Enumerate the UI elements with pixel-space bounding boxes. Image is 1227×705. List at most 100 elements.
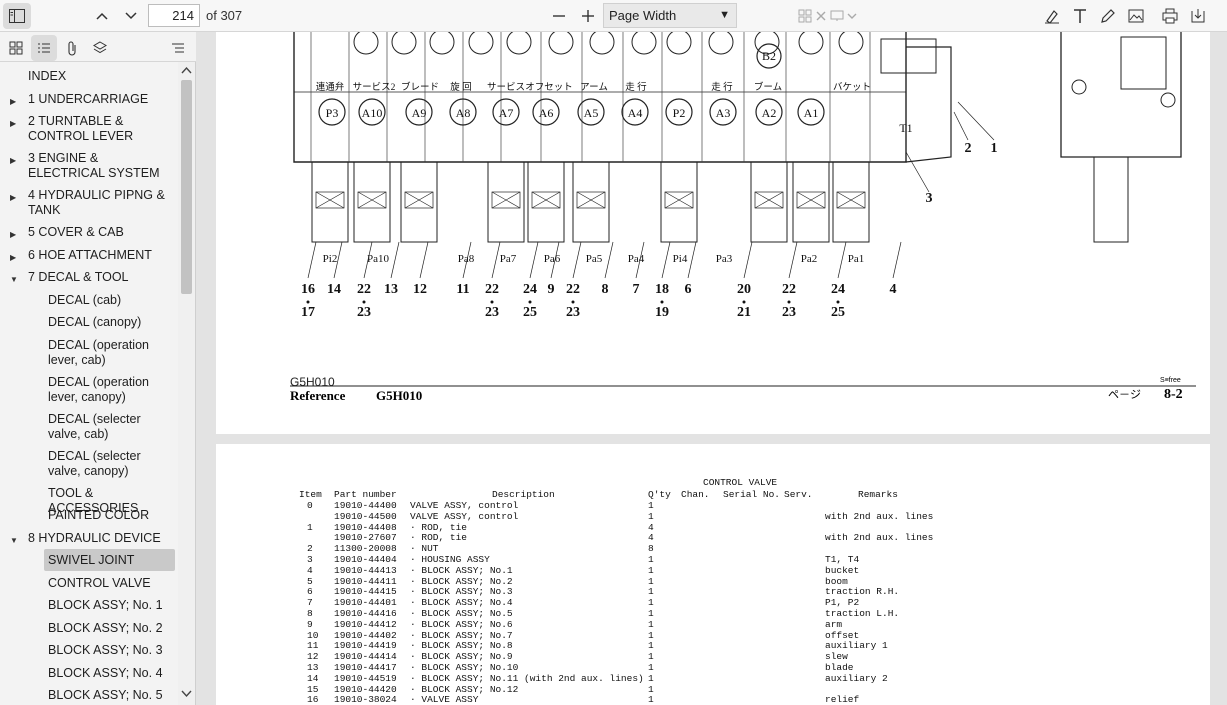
outline-item[interactable]: ▶1 UNDERCARRIAGE: [0, 92, 178, 107]
port-label: A1: [804, 106, 819, 120]
tab-outline[interactable]: [31, 35, 57, 61]
drawing-line: [491, 191, 521, 209]
port-circle: [318, 98, 346, 126]
nameplate: [880, 38, 937, 74]
table-cell: 1: [648, 586, 654, 598]
zoom-in-button[interactable]: [576, 3, 600, 29]
pilot-port-label: Pa6: [544, 253, 561, 265]
callout-number: 17: [301, 305, 315, 320]
outline-item[interactable]: TOOL & ACCESSORIES: [0, 486, 178, 516]
outline-item[interactable]: BLOCK ASSY; No. 2: [0, 621, 178, 636]
outline-item[interactable]: DECAL (selecter valve, canopy): [0, 449, 178, 479]
collapsed-twisty-icon[interactable]: ▶: [10, 230, 17, 239]
drawing-line: [576, 191, 606, 209]
page-number-input[interactable]: 214: [148, 4, 200, 27]
table-cell: 1: [648, 500, 654, 511]
section-label-jp: ブレード: [401, 81, 439, 93]
zoom-out-button[interactable]: [547, 3, 571, 29]
diagram-ref-code: G5H010: [290, 375, 335, 389]
table-cell: arm: [825, 618, 843, 630]
outline-item[interactable]: INDEX: [0, 69, 178, 84]
selection-highlight: [44, 549, 175, 571]
collapsed-twisty-icon[interactable]: ▶: [10, 156, 17, 165]
sidebar-toggle-icon: [9, 9, 25, 23]
table-cell: 19010-44408: [334, 521, 397, 533]
callout-dot: [490, 300, 494, 304]
table-cell: with 2nd aux. lines: [825, 510, 934, 522]
outline-item[interactable]: DECAL (cab): [0, 293, 178, 308]
table-cell: 10: [307, 629, 319, 641]
expanded-twisty-icon[interactable]: ▼: [10, 535, 18, 545]
outline-item[interactable]: ▶3 ENGINE & ELECTRICAL SYSTEM: [0, 151, 178, 181]
collapsed-twisty-icon[interactable]: ▶: [10, 119, 17, 128]
draw-button[interactable]: [1096, 3, 1120, 29]
collapsed-twisty-icon[interactable]: ▶: [10, 252, 17, 262]
callout-number: 8: [602, 282, 609, 297]
monitor-icon: [830, 10, 843, 21]
table-cell: 5: [307, 575, 313, 587]
table-cell: 1: [648, 651, 654, 663]
table-cell: bucket: [825, 564, 860, 576]
outline-item[interactable]: DECAL (operation lever, canopy): [0, 375, 178, 405]
outline-item[interactable]: DECAL (selecter valve, cab): [0, 412, 178, 442]
port-circle: [756, 43, 782, 69]
collapsed-twisty-icon[interactable]: ▶: [10, 193, 17, 202]
next-page-button[interactable]: [119, 3, 143, 29]
table-cell: with 2nd aux. lines: [825, 532, 934, 544]
outline-item[interactable]: PAINTED COLOR: [0, 508, 178, 523]
outline-scroll-thumb[interactable]: [181, 80, 192, 294]
chevron-down-icon: ▼: [719, 9, 730, 21]
close-icon: [816, 11, 825, 21]
table-cell: VALVE ASSY, control: [410, 500, 519, 511]
outline-item[interactable]: ▶5 COVER & CAB: [0, 225, 178, 240]
tab-attachments[interactable]: [60, 35, 84, 61]
outline-item[interactable]: ▶2 TURNTABLE & CONTROL LEVER: [0, 114, 178, 144]
outline-item[interactable]: BLOCK ASSY; No. 5: [0, 688, 178, 703]
outline-item[interactable]: ▶4 HYDRAULIC PIPNG & TANK: [0, 188, 178, 218]
outline-item[interactable]: ▼8 HYDRAULIC DEVICE: [0, 531, 178, 546]
outline-item[interactable]: SWIVEL JOINT: [0, 549, 178, 571]
outline-item[interactable]: BLOCK ASSY; No. 1: [0, 598, 178, 613]
outline-item-label: DECAL (operation lever, canopy): [48, 374, 149, 404]
image-button[interactable]: [1124, 3, 1148, 29]
table-cell: · VALVE ASSY: [410, 694, 479, 705]
table-cell: slew: [825, 651, 848, 663]
outline-item[interactable]: BLOCK ASSY; No. 4: [0, 666, 178, 681]
leader-line: [491, 241, 501, 279]
outline-item[interactable]: CONTROL VALVE: [0, 576, 178, 591]
port-circle-top: [468, 32, 494, 55]
minus-icon: [553, 15, 565, 17]
highlight-button[interactable]: [1040, 3, 1064, 29]
extension-icons-group[interactable]: [793, 3, 861, 29]
text-button[interactable]: [1068, 3, 1092, 29]
port-circle-top: [589, 32, 615, 55]
outline-item[interactable]: BLOCK ASSY; No. 3: [0, 643, 178, 658]
previous-page-button[interactable]: [90, 3, 114, 29]
outline-options-button[interactable]: [166, 35, 190, 61]
save-button[interactable]: [1186, 3, 1210, 29]
outline-item[interactable]: DECAL (canopy): [0, 315, 178, 330]
table-cell: 4: [307, 564, 313, 576]
port-label: A5: [584, 106, 599, 120]
tab-thumbnails[interactable]: [4, 35, 28, 61]
port-circle-top: [631, 32, 657, 55]
print-button[interactable]: [1158, 3, 1182, 29]
outline-item[interactable]: ▼7 DECAL & TOOL: [0, 270, 178, 285]
outline-item-label: 6 HOE ATTACHMENT: [28, 247, 152, 262]
expanded-twisty-icon[interactable]: ▼: [10, 275, 18, 284]
port-circle-top: [391, 32, 417, 55]
tab-layers[interactable]: [88, 35, 112, 61]
zoom-select[interactable]: Page Width ▼: [603, 3, 737, 28]
outline-item[interactable]: ▶ 6 HOE ATTACHMENT: [0, 248, 178, 263]
sidebar-toggle-button[interactable]: [3, 3, 31, 29]
outline-item-label: BLOCK ASSY; No. 2: [48, 620, 163, 635]
outline-item[interactable]: DECAL (operation lever, cab): [0, 338, 178, 368]
collapsed-twisty-icon[interactable]: ▶: [10, 96, 17, 106]
pilot-block: [487, 161, 525, 243]
outline-scrollbar[interactable]: [178, 62, 195, 705]
drawing-line: [796, 191, 826, 209]
table-header-cell: Part number: [334, 489, 397, 500]
